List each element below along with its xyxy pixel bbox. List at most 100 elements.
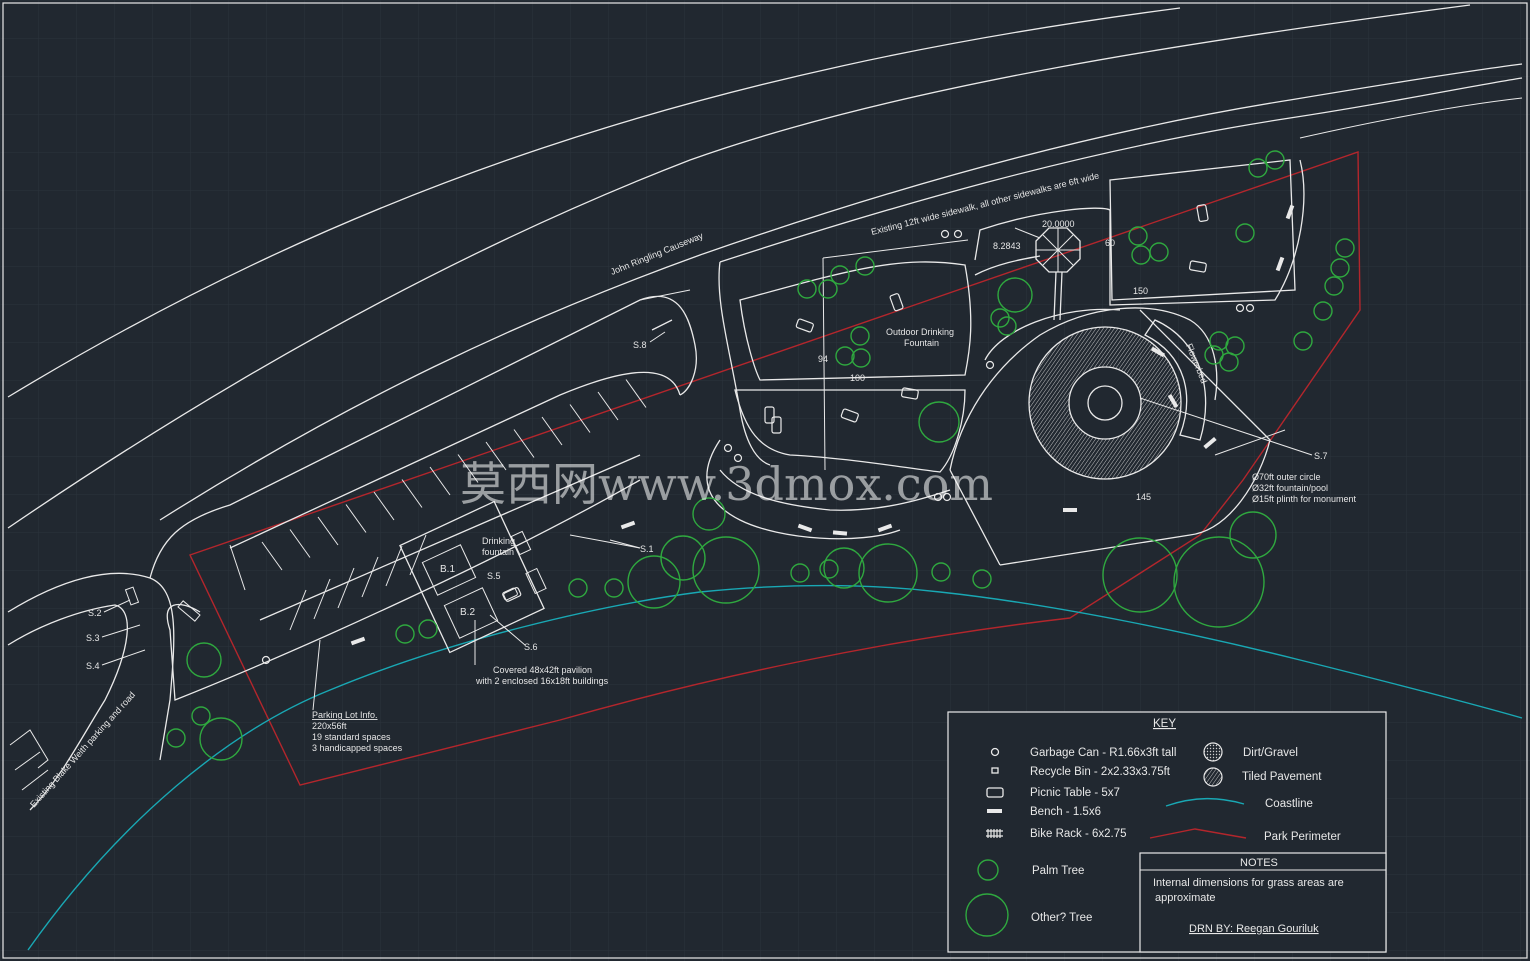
other-tree [660, 535, 706, 581]
palm-tree [972, 569, 992, 589]
garbage-can [261, 655, 271, 665]
palm-tree [1335, 238, 1355, 258]
leader-lines [101, 227, 1313, 711]
spot-label-s5: S.5 [487, 571, 501, 581]
parking-stall-line [313, 578, 331, 620]
spot-label-s8: S.8 [633, 340, 647, 350]
drinking-fountain-line-2: fountain [482, 547, 514, 557]
palm-tree [1131, 245, 1151, 265]
spot-label-s1: S.1 [640, 544, 654, 554]
picnic-table [503, 587, 522, 602]
parking-stall-line [625, 379, 647, 408]
garbage-can-icon [990, 747, 1000, 757]
garbage-can [1245, 303, 1255, 313]
park-perimeter-icon [1149, 828, 1247, 839]
building-label-b2: B.2 [460, 607, 475, 618]
other-tree [858, 543, 918, 603]
gazebo [1035, 227, 1081, 321]
dimension-145: 145 [1136, 492, 1151, 502]
palm-tree [1293, 331, 1313, 351]
palm-tree [990, 308, 1010, 328]
palm-tree [819, 559, 839, 579]
parking-stall-line [597, 391, 619, 421]
palm-tree [835, 346, 855, 366]
parking-stall-line [289, 589, 307, 631]
other-tree [692, 536, 760, 604]
bench [1275, 256, 1285, 272]
bench [350, 636, 366, 646]
parking-stall-line [457, 454, 479, 483]
monument-line-1: Ø70ft outer circle [1252, 472, 1321, 482]
dimension-20: 20.0000 [1042, 219, 1075, 229]
key-label-recycle-bin: Recycle Bin - 2x2.33x3.75ft [1030, 766, 1171, 778]
garbage-can [942, 492, 952, 502]
parking-stall-line [401, 479, 423, 508]
palm-tree [818, 279, 838, 299]
picnic-table [900, 387, 919, 400]
other-tree [997, 277, 1033, 313]
monument-area [949, 159, 1305, 566]
garbage-can [940, 229, 950, 239]
other-tree [1173, 536, 1265, 628]
palm-tree [1204, 345, 1224, 365]
bench [620, 520, 636, 530]
palm-tree [997, 316, 1017, 336]
pavilion-line-1: Covered 48x42ft pavilion [493, 665, 592, 675]
palm-tree [830, 265, 850, 285]
palm-tree [790, 563, 810, 583]
picnic-table [1188, 260, 1207, 273]
picnic-table [1196, 204, 1209, 223]
bench [1063, 508, 1077, 512]
parking-stall-line [541, 416, 563, 446]
parking-stall-line [261, 541, 283, 571]
parking-stall-line [317, 516, 339, 546]
spot-label-s7: S.7 [1314, 451, 1328, 461]
palm-tree [1265, 150, 1285, 170]
other-tree-icon [965, 893, 1009, 937]
drinking-fountain-line-1: Drinking [482, 536, 515, 546]
dimension-150: 150 [1133, 286, 1148, 296]
palm-tree [568, 578, 588, 598]
parking-stall-line [513, 429, 535, 458]
palm-tree [1313, 301, 1333, 321]
key-label-other-tree: Other? Tree [1031, 912, 1092, 924]
parking-info-line-3: 3 handicapped spaces [312, 743, 403, 753]
outdoor-fountain-line-2: Fountain [904, 338, 939, 348]
bench [877, 523, 893, 533]
key-label-picnic-table: Picnic Table - 5x7 [1030, 787, 1120, 799]
building-label-b1: B.1 [440, 564, 455, 575]
palm-tree [797, 279, 817, 299]
palm-tree [418, 619, 438, 639]
key-label-tiled-pavement: Tiled Pavement [1242, 771, 1322, 783]
palm-tree [604, 578, 624, 598]
parking-stalls [261, 379, 647, 631]
bench [797, 523, 813, 533]
other-tree [918, 401, 960, 443]
palm-tree [166, 728, 186, 748]
watermark: 莫西网www.3dmox.com [460, 457, 993, 511]
key-label-park-perimeter: Park Perimeter [1264, 831, 1341, 843]
key-label-garbage-can: Garbage Can - R1.66x3ft tall [1030, 747, 1176, 759]
picnic-table [840, 408, 859, 423]
dirt-gravel-icon [1203, 742, 1223, 762]
notes-box: NOTES Internal dimensions for grass area… [1139, 852, 1387, 953]
other-tree [199, 717, 243, 761]
pavilion [399, 500, 547, 654]
parking-stall-line [345, 504, 367, 533]
key-label-dirt-gravel: Dirt/Gravel [1243, 747, 1298, 759]
key-label-palm-tree: Palm Tree [1032, 865, 1084, 877]
picnic-table [771, 416, 782, 434]
palm-tree [191, 706, 211, 726]
parking-info-title: Parking Lot Info. [312, 710, 378, 720]
spot-label-s2: S.2 [88, 608, 102, 618]
monument-line-3: Ø15ft plinth for monument [1252, 494, 1357, 504]
palm-tree [1248, 158, 1268, 178]
key-label-coastline: Coastline [1265, 798, 1313, 810]
dimension-100: 100 [850, 373, 865, 383]
parking-stall-line [429, 466, 451, 496]
parking-lot [7, 289, 697, 811]
spot-label-s3: S.3 [86, 633, 100, 643]
recycle-bin-icon [991, 767, 999, 774]
palm-tree-icon [977, 859, 999, 881]
picnic-table [764, 406, 775, 424]
